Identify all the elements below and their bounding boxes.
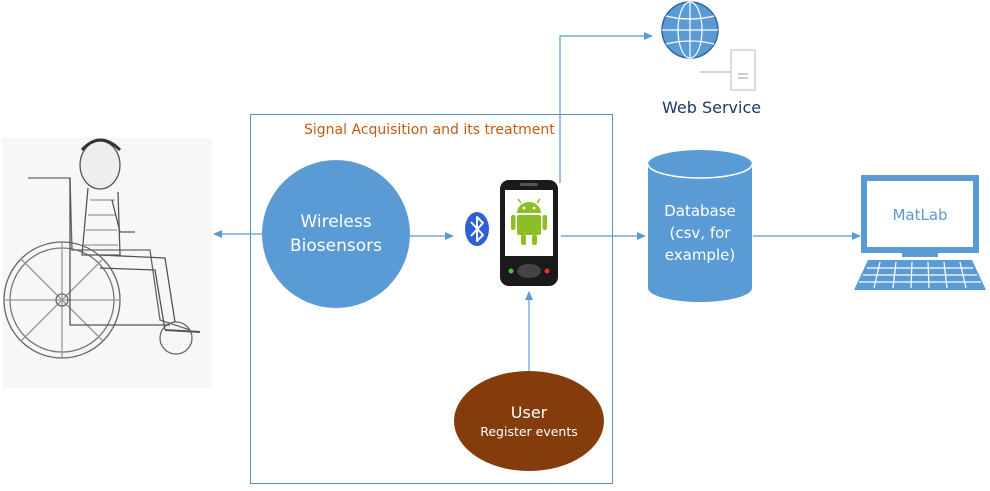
- arrow-phone-to-web-service: [559, 32, 653, 183]
- database-cylinder: [647, 150, 753, 302]
- database-label-line1: Database: [664, 202, 736, 220]
- user-label-line2: Register events: [480, 424, 578, 439]
- server-icon: [700, 49, 756, 91]
- monitor-icon: [861, 175, 979, 257]
- android-phone-icon: [500, 180, 558, 286]
- user-node: [454, 371, 604, 471]
- database-label-line3: example): [664, 246, 736, 264]
- web-service-label: Web Service: [662, 98, 762, 117]
- database-label: Database (csv, for example): [648, 200, 752, 266]
- biosensors-label-line1: Wireless: [300, 212, 372, 232]
- signal-acquisition-frame: [250, 114, 613, 484]
- biosensors-label: Wireless Biosensors: [262, 210, 410, 258]
- keyboard-icon: [854, 260, 986, 290]
- user-label: User Register events: [454, 403, 604, 441]
- wireless-biosensors-node: [262, 160, 410, 308]
- globe-icon: [661, 1, 719, 59]
- frame-title: Signal Acquisition and its treatment: [304, 122, 555, 138]
- android-robot-icon: [511, 198, 547, 245]
- bluetooth-icon: [465, 212, 489, 246]
- wheelchair-user-sketch: [2, 138, 212, 388]
- matlab-label: MatLab: [892, 206, 948, 224]
- user-label-line1: User: [510, 403, 548, 422]
- biosensors-label-line2: Biosensors: [290, 236, 382, 256]
- database-label-line2: (csv, for: [669, 224, 731, 242]
